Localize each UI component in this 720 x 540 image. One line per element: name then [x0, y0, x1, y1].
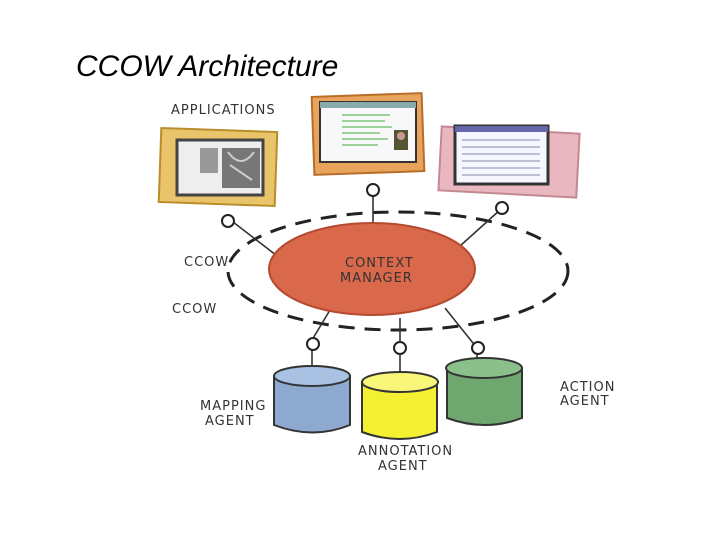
- mapping-agent-label-1: MAPPING: [200, 399, 266, 414]
- mapping-agent-bucket: [274, 366, 350, 433]
- annotation-agent-label-2: AGENT: [378, 459, 428, 474]
- ccow-label-bottom: CCOW: [172, 302, 217, 317]
- applications-label: APPLICATIONS: [171, 103, 276, 118]
- ccow-label-top: CCOW: [184, 255, 229, 270]
- action-agent-label-1: ACTION: [560, 380, 615, 395]
- application-right: [438, 126, 579, 198]
- context-manager-label-2: MANAGER: [340, 271, 413, 286]
- action-agent-label-2: AGENT: [560, 394, 610, 409]
- annotation-agent-label-1: ANNOTATION: [358, 444, 453, 459]
- context-manager-label-1: CONTEXT: [345, 256, 414, 271]
- action-agent-bucket: [446, 358, 522, 425]
- annotation-agent-bucket: [362, 372, 438, 439]
- application-left: [159, 128, 278, 206]
- mapping-agent-label-2: AGENT: [205, 414, 255, 429]
- application-center: [312, 93, 425, 175]
